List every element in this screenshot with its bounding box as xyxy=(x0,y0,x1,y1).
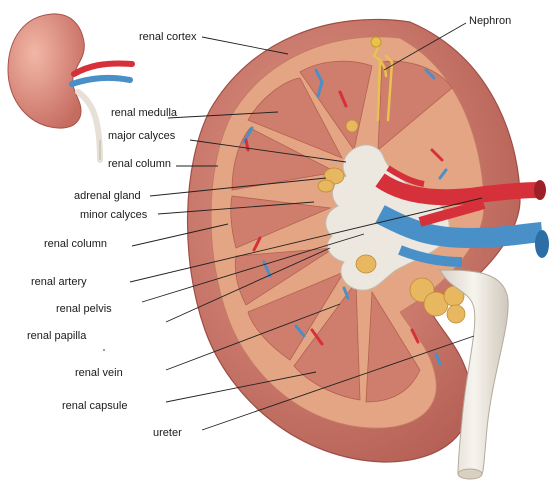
leader-renal-cortex xyxy=(201,36,289,55)
small-renal-artery xyxy=(71,60,135,77)
label-renal-medulla: renal medulla xyxy=(111,107,178,119)
small-renal-vein xyxy=(69,74,133,87)
small-kidney-body xyxy=(7,13,85,129)
renal-artery-shape xyxy=(375,173,541,206)
leader-major-calyces xyxy=(189,139,347,163)
label-minor-calyces: minor calyces xyxy=(80,209,148,221)
label-renal-vein: renal vein xyxy=(75,367,123,379)
renal-vein-shape xyxy=(375,205,543,249)
leader-lines xyxy=(103,22,483,431)
label-renal-papilla: renal papilla xyxy=(27,330,87,342)
small-ureter xyxy=(75,89,103,163)
leader-renal-column-2 xyxy=(131,223,229,247)
leader-ureter xyxy=(201,335,475,431)
leader-renal-capsule xyxy=(165,371,317,403)
leader-renal-vein xyxy=(165,303,341,371)
label-renal-capsule: renal capsule xyxy=(62,400,128,412)
leader-renal-pelvis xyxy=(141,233,365,303)
main-kidney xyxy=(187,18,549,480)
label-renal-cortex: renal cortex xyxy=(139,31,197,43)
label-renal-artery: renal artery xyxy=(31,276,87,288)
leader-nephron xyxy=(383,22,467,71)
interlobar-vessels xyxy=(242,68,448,366)
adrenal-gland-shape xyxy=(317,119,466,324)
label-ureter: ureter xyxy=(153,427,182,439)
leader-renal-medulla xyxy=(167,111,279,119)
leader-renal-artery xyxy=(129,197,483,283)
label-nephron: Nephron xyxy=(469,15,512,27)
label-major-calyces: major calyces xyxy=(108,130,176,142)
leader-renal-papilla xyxy=(165,247,331,323)
label-renal-column-1: renal column xyxy=(108,158,171,170)
label-renal-pelvis: renal pelvis xyxy=(56,303,112,315)
leader-adrenal-gland xyxy=(149,177,327,197)
label-renal-column-2: renal column xyxy=(44,238,107,250)
small-kidney xyxy=(7,13,135,163)
renal-artery-opening xyxy=(534,180,546,200)
renal-vein-opening xyxy=(535,230,549,258)
ureter-opening xyxy=(457,468,483,480)
label-adrenal-gland: adrenal gland xyxy=(74,190,141,202)
leader-minor-calyces xyxy=(157,201,315,215)
